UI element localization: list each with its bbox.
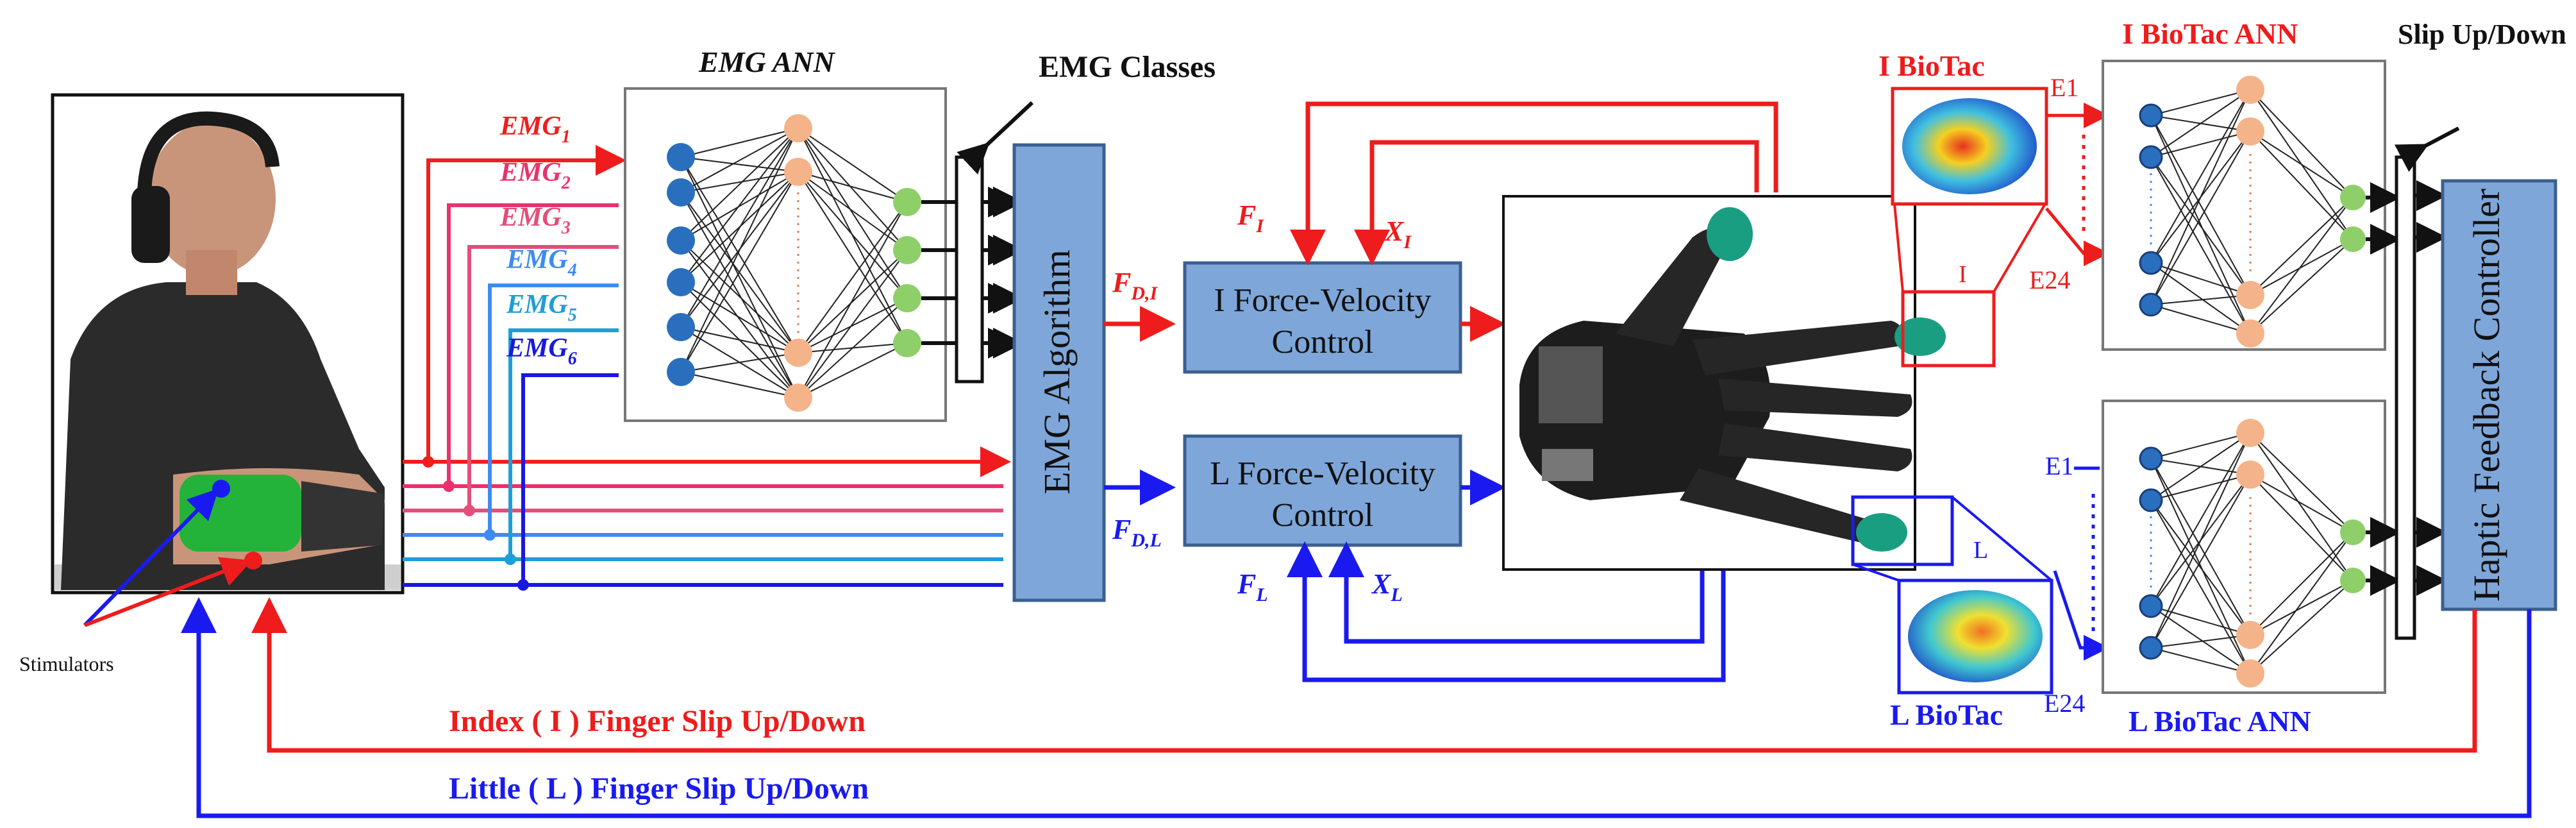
ann-node (667, 358, 695, 386)
index-fingertip-box: I (1893, 203, 2046, 368)
emg-channel-lines (403, 145, 1011, 591)
ann-node (784, 384, 812, 412)
ann-node (893, 236, 921, 264)
emg-classes-bar (955, 101, 1034, 384)
ann-node (2236, 319, 2264, 348)
ann-node (784, 339, 812, 367)
fv-to-hand-arrows (1460, 306, 1506, 505)
index-fv-line1: I Force-Velocity (1214, 282, 1431, 319)
ann-node (667, 178, 695, 207)
ann-node (893, 188, 921, 216)
emg-channel-labels: EMG1 EMG2 EMG3 EMG4 EMG5 EMG6 (499, 112, 577, 369)
index-biotac-ann-network (2102, 60, 2401, 351)
ann-node (2139, 251, 2163, 275)
stimulator-pointers (83, 488, 253, 627)
ann-node (2236, 460, 2264, 489)
ann-node (667, 313, 695, 341)
user-photo (51, 93, 405, 595)
little-e24-label: E24 (2044, 689, 2085, 718)
emg-label-2: EMG2 (499, 158, 571, 193)
ann-node (2340, 520, 2366, 545)
ann-node (2236, 281, 2264, 309)
ann-node (2340, 568, 2366, 593)
emg-label-5: EMG5 (506, 290, 577, 325)
little-biotac-heatmap (1897, 579, 2053, 695)
ann-node (667, 268, 695, 296)
ann-node (2139, 145, 2163, 169)
little-e1-label: E1 (2045, 452, 2073, 480)
ann-node (2236, 76, 2264, 104)
emg-algorithm-label: EMG Algorithm (1036, 249, 1078, 494)
biotac-electrode-links (2045, 103, 2109, 661)
index-box-label: I (1959, 261, 1967, 288)
ann-node (2236, 419, 2264, 447)
emg-ann-title: EMG ANN (698, 46, 835, 78)
stimulators-label: Stimulators (19, 652, 114, 675)
emg-algorithm-block: EMG Algorithm (1012, 143, 1106, 602)
ann-node (2236, 659, 2264, 688)
x-l-label: XL (1371, 568, 1403, 605)
index-biotac-heatmap (1891, 87, 2048, 206)
index-feedback-loops (1290, 101, 1778, 266)
little-force-velocity-control: L Force-Velocity Control (1183, 434, 1462, 547)
emg-label-3: EMG3 (499, 203, 571, 238)
ann-node (784, 158, 812, 186)
index-feedback-label: Index ( I ) Finger Slip Up/Down (449, 704, 866, 738)
index-e1-label: E1 (2050, 73, 2078, 102)
little-feedback-label: Little ( L ) Finger Slip Up/Down (449, 772, 869, 806)
ann-node (893, 284, 921, 312)
little-fv-line2: Control (1272, 497, 1374, 534)
emg-label-6: EMG6 (506, 334, 577, 369)
fd-i-label: FD,I (1112, 267, 1158, 304)
fd-arrows (1104, 306, 1176, 505)
ann-node (2139, 636, 2163, 660)
feedback-return-lines (181, 597, 2532, 818)
emg-label-4: EMG4 (506, 245, 577, 280)
f-i-label: FI (1237, 199, 1264, 237)
index-biotac-ann-title: I BioTac ANN (2122, 17, 2298, 50)
robotic-hand-photo (1502, 195, 1946, 571)
ann-node (667, 143, 695, 171)
little-fingertip-box: L (1851, 495, 2053, 582)
index-fv-line2: Control (1272, 324, 1374, 360)
index-e24-label: E24 (2029, 266, 2070, 294)
f-l-label: FL (1237, 568, 1268, 605)
ann-node (667, 226, 695, 255)
ann-node (2236, 117, 2264, 146)
emg-label-1: EMG1 (499, 112, 571, 147)
fd-l-label: FD,L (1112, 514, 1162, 551)
emg-classes-label: EMG Classes (1039, 50, 1216, 84)
ann-node (2340, 185, 2366, 210)
ann-node (2340, 226, 2366, 252)
little-biotac-ann-title: L BioTac ANN (2129, 705, 2311, 738)
index-biotac-label: I BioTac (1878, 49, 1985, 82)
little-fv-line1: L Force-Velocity (1210, 455, 1435, 492)
little-box-label: L (1973, 537, 1988, 564)
emg-ann-network (624, 87, 1024, 422)
ann-node (893, 329, 921, 357)
little-feedback-loops (1287, 541, 1726, 682)
slip-to-haptic-arrows (2414, 180, 2447, 596)
haptic-label: Haptic Feedback Controller (2466, 189, 2507, 602)
ann-node (2139, 103, 2163, 128)
index-force-velocity-control: I Force-Velocity Control (1183, 261, 1462, 374)
ann-node (784, 114, 812, 142)
x-i-label: XI (1384, 215, 1412, 253)
little-biotac-ann-network (2102, 400, 2401, 694)
ann-node (2236, 621, 2264, 649)
slip-label: Slip Up/Down (2398, 19, 2566, 50)
haptic-feedback-controller: Haptic Feedback Controller (2441, 179, 2557, 611)
ann-node (2139, 292, 2163, 317)
ann-node (2139, 594, 2163, 618)
slip-bar (2394, 126, 2460, 640)
ann-node (2139, 446, 2163, 471)
ann-node (2139, 488, 2163, 512)
little-biotac-label: L BioTac (1890, 698, 2003, 731)
